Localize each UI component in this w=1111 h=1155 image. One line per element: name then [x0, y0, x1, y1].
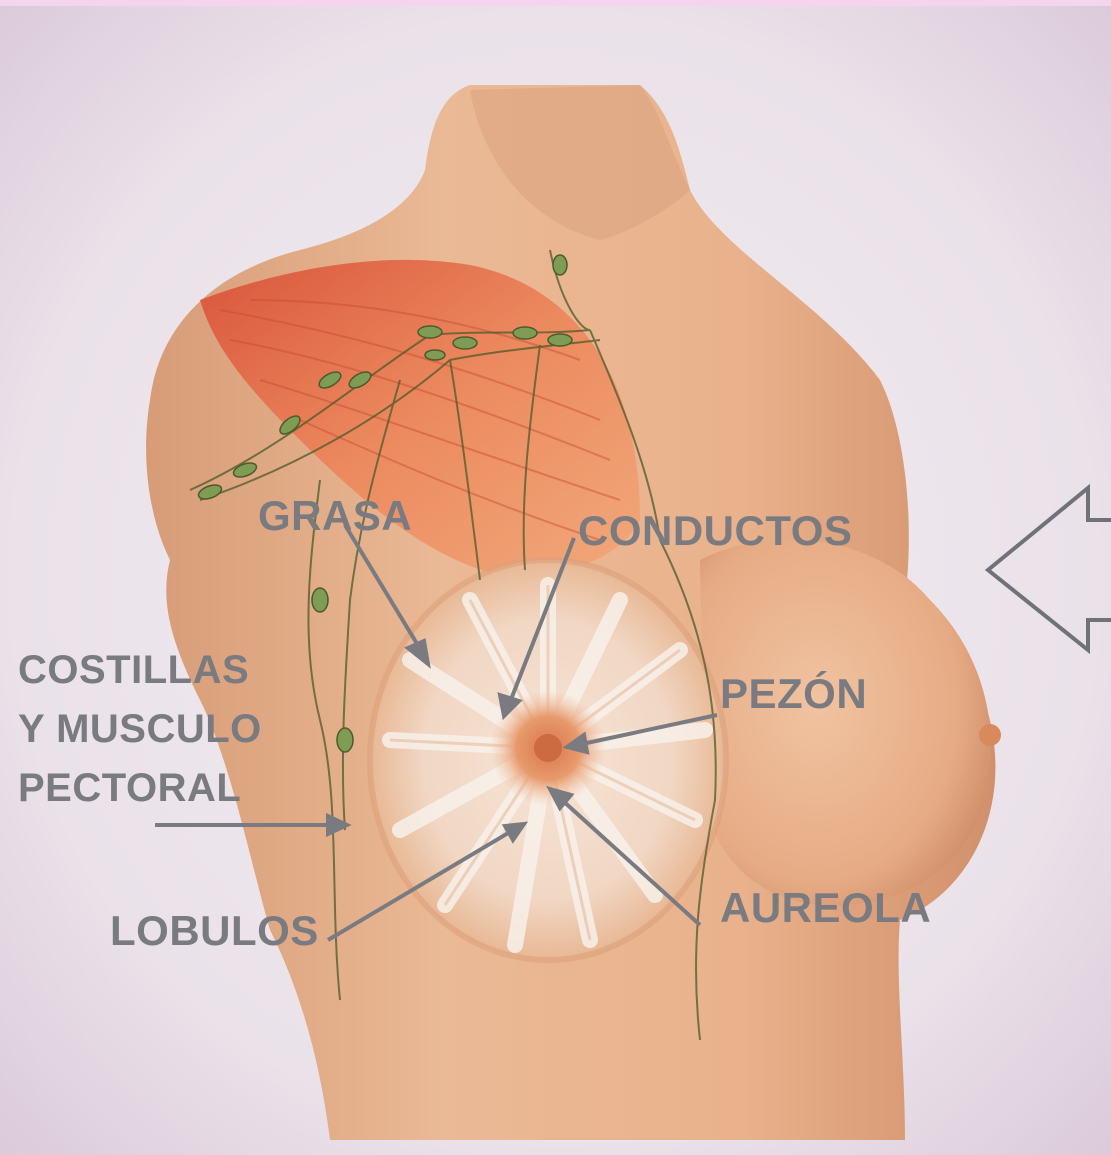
label-grasa: GRASA — [258, 495, 412, 537]
label-costillas: COSTILLAS Y MUSCULO PECTORAL — [18, 641, 262, 818]
label-lobulos: LOBULOS — [110, 910, 319, 952]
right-nipple — [979, 724, 1001, 746]
top-border — [0, 0, 1111, 6]
label-aureola: AUREOLA — [720, 887, 931, 929]
label-costillas-line2: Y MUSCULO — [18, 700, 262, 759]
nipple — [534, 734, 562, 762]
label-pezon: PEZÓN — [720, 673, 867, 715]
label-conductos: CONDUCTOS — [578, 510, 852, 552]
label-costillas-line1: COSTILLAS — [18, 641, 262, 700]
label-costillas-line3: PECTORAL — [18, 759, 262, 818]
